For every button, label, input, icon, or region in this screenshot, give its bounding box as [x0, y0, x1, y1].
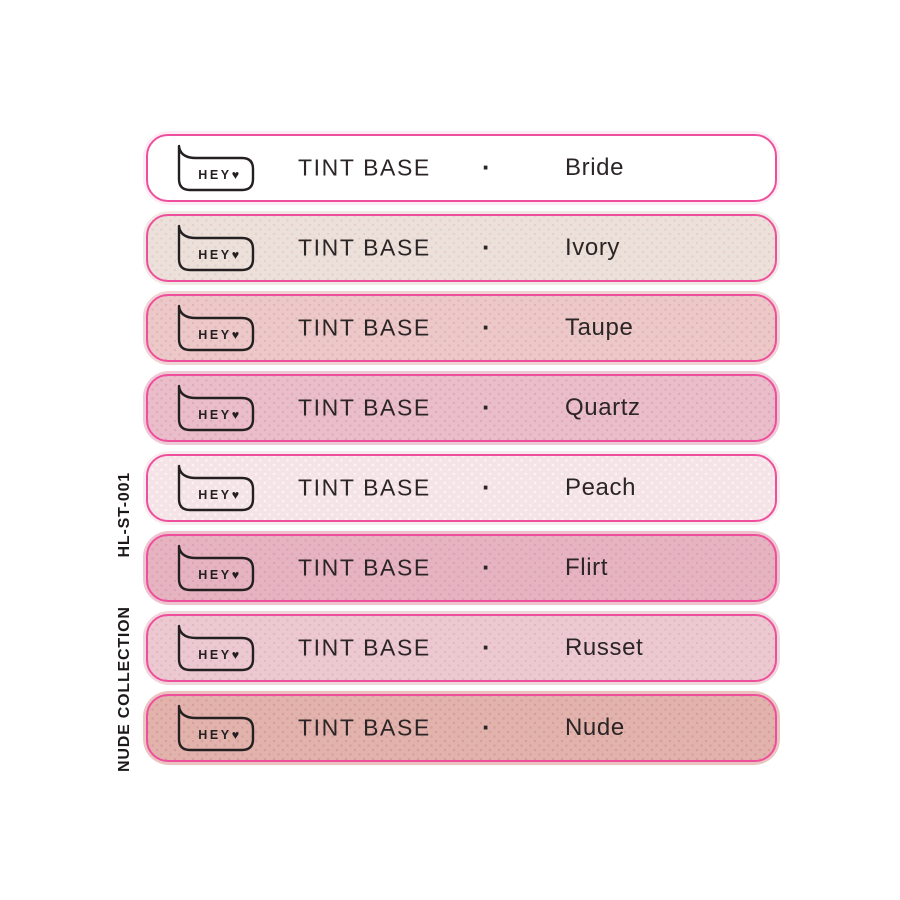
- brand-logo-text: HEY♥: [198, 408, 242, 422]
- product-code: HL-ST-001: [116, 472, 133, 558]
- swatch-row-inner: HEY♥ TINT BASE · Peach: [146, 454, 777, 522]
- product-label: TINT BASE: [298, 714, 431, 741]
- brand-logo: HEY♥: [174, 464, 258, 512]
- speech-bubble-icon: [177, 544, 255, 592]
- brand-logo: HEY♥: [174, 704, 258, 752]
- separator-dot: ·: [482, 231, 491, 262]
- separator-dot: ·: [482, 391, 491, 422]
- product-label: TINT BASE: [298, 394, 431, 421]
- swatch-row-inner: HEY♥ TINT BASE · Nude: [146, 694, 777, 762]
- swatch-row-quartz: HEY♥ TINT BASE · Quartz: [143, 371, 780, 445]
- speech-bubble-icon: [177, 304, 255, 352]
- product-label: TINT BASE: [298, 314, 431, 341]
- shade-name: Peach: [565, 474, 637, 501]
- brand-logo: HEY♥: [174, 144, 258, 192]
- brand-logo: HEY♥: [174, 224, 258, 272]
- swatch-row-taupe: HEY♥ TINT BASE · Taupe: [143, 291, 780, 365]
- brand-logo: HEY♥: [174, 544, 258, 592]
- swatch-row-inner: HEY♥ TINT BASE · Russet: [146, 614, 777, 682]
- speech-bubble-icon: [177, 464, 255, 512]
- speech-bubble-icon: [177, 144, 255, 192]
- brand-logo-text: HEY♥: [198, 488, 242, 502]
- brand-logo-text: HEY♥: [198, 168, 242, 182]
- swatch-row-peach: HEY♥ TINT BASE · Peach: [143, 451, 780, 525]
- shade-name: Russet: [565, 634, 644, 661]
- shade-name: Taupe: [565, 314, 634, 341]
- collection-name: NUDE COLLECTION: [116, 606, 133, 772]
- swatch-row-flirt: HEY♥ TINT BASE · Flirt: [143, 531, 780, 605]
- swatch-row-bride: HEY♥ TINT BASE · Bride: [143, 131, 780, 205]
- swatch-row-ivory: HEY♥ TINT BASE · Ivory: [143, 211, 780, 285]
- shade-name: Ivory: [565, 234, 621, 261]
- swatch-row-inner: HEY♥ TINT BASE · Flirt: [146, 534, 777, 602]
- brand-logo: HEY♥: [174, 384, 258, 432]
- shade-name: Quartz: [565, 394, 641, 421]
- product-label: TINT BASE: [298, 634, 431, 661]
- brand-logo: HEY♥: [174, 624, 258, 672]
- brand-logo: HEY♥: [174, 304, 258, 352]
- brand-logo-text: HEY♥: [198, 728, 242, 742]
- shade-name: Flirt: [565, 554, 608, 581]
- swatch-row-inner: HEY♥ TINT BASE · Ivory: [146, 214, 777, 282]
- separator-dot: ·: [482, 311, 491, 342]
- swatch-row-russet: HEY♥ TINT BASE · Russet: [143, 611, 780, 685]
- swatch-row-inner: HEY♥ TINT BASE · Taupe: [146, 294, 777, 362]
- speech-bubble-icon: [177, 624, 255, 672]
- brand-logo-text: HEY♥: [198, 248, 242, 262]
- product-label: TINT BASE: [298, 474, 431, 501]
- product-label: TINT BASE: [298, 154, 431, 181]
- speech-bubble-icon: [177, 704, 255, 752]
- swatch-rows: HEY♥ TINT BASE · Bride HEY♥ TINT BASE · …: [143, 131, 780, 771]
- separator-dot: ·: [482, 711, 491, 742]
- speech-bubble-icon: [177, 224, 255, 272]
- swatch-row-nude: HEY♥ TINT BASE · Nude: [143, 691, 780, 765]
- brand-logo-text: HEY♥: [198, 328, 242, 342]
- shade-name: Nude: [565, 714, 625, 741]
- product-label: TINT BASE: [298, 554, 431, 581]
- brand-logo-text: HEY♥: [198, 648, 242, 662]
- swatch-row-inner: HEY♥ TINT BASE · Quartz: [146, 374, 777, 442]
- separator-dot: ·: [482, 471, 491, 502]
- shade-name: Bride: [565, 154, 625, 181]
- separator-dot: ·: [482, 631, 491, 662]
- brand-logo-text: HEY♥: [198, 568, 242, 582]
- side-label: NUDE COLLECTION HL-ST-001: [112, 472, 138, 772]
- separator-dot: ·: [482, 151, 491, 182]
- swatch-row-inner: HEY♥ TINT BASE · Bride: [146, 134, 777, 202]
- separator-dot: ·: [482, 551, 491, 582]
- speech-bubble-icon: [177, 384, 255, 432]
- product-label: TINT BASE: [298, 234, 431, 261]
